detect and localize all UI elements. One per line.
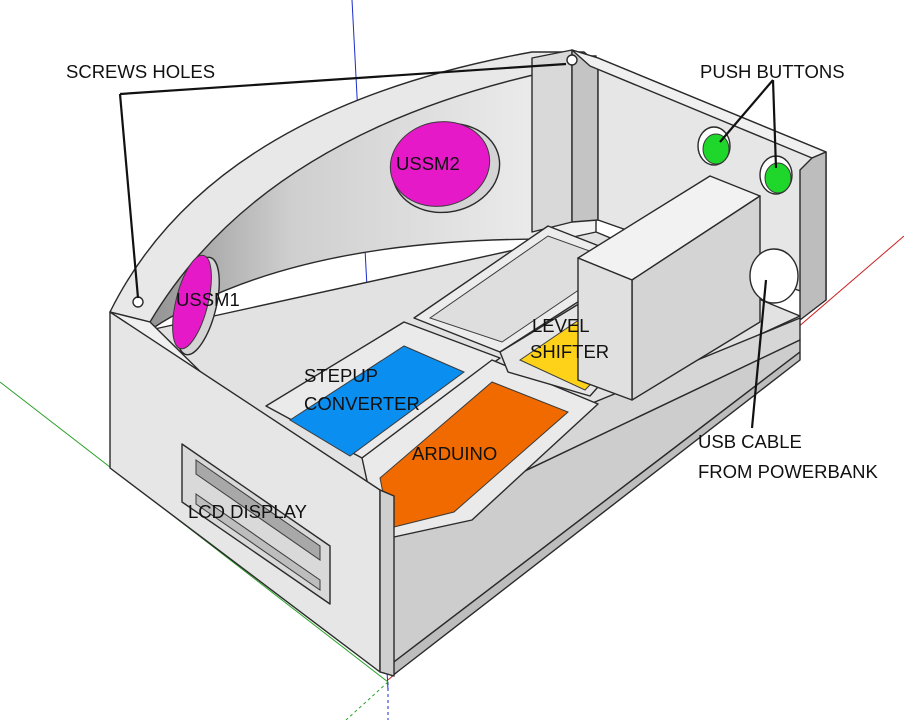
label-shifter: SHIFTER: [530, 341, 609, 362]
leader-screw-right: [119, 62, 567, 96]
right-wall-edge: [799, 151, 827, 321]
corner-post: [531, 49, 573, 233]
usb-cable-hole: [749, 248, 799, 304]
label-push-buttons: PUSH BUTTONS: [700, 61, 845, 82]
leader-screw-left: [118, 93, 140, 299]
label-arduino: ARDUINO: [412, 443, 497, 464]
label-usb-cable: USB CABLE: [698, 431, 802, 452]
stepup-converter-board: [289, 345, 465, 457]
label-screw-holes: SCREWS HOLES: [66, 61, 215, 82]
push-button-2-icon: [764, 162, 792, 194]
screw-hole-2-icon: [566, 54, 578, 66]
leader-usb: [750, 279, 768, 429]
axis-green-dashed: [345, 681, 389, 720]
lcd-slot-top: [195, 459, 321, 561]
leader-button-1: [719, 79, 774, 143]
push-button-1-icon: [702, 133, 730, 165]
leader-button-2: [771, 79, 778, 169]
label-stepup: STEPUP: [304, 365, 378, 386]
corner-post-side: [571, 49, 599, 223]
left-wall-edge: [379, 489, 395, 677]
label-ussm1: USSM1: [176, 289, 240, 310]
label-ussm2: USSM2: [396, 153, 460, 174]
label-level: LEVEL: [532, 315, 590, 336]
block-front: [577, 257, 633, 401]
screw-hole-1-icon: [132, 296, 144, 308]
ussm2-sensor: [389, 121, 491, 207]
ussm1-sensor: [172, 254, 212, 350]
lcd-slot-bottom: [195, 493, 321, 591]
label-from-powerbank: FROM POWERBANK: [698, 461, 879, 482]
label-lcd-display: LCD DISPLAY: [188, 501, 307, 522]
label-converter: CONVERTER: [304, 393, 420, 414]
